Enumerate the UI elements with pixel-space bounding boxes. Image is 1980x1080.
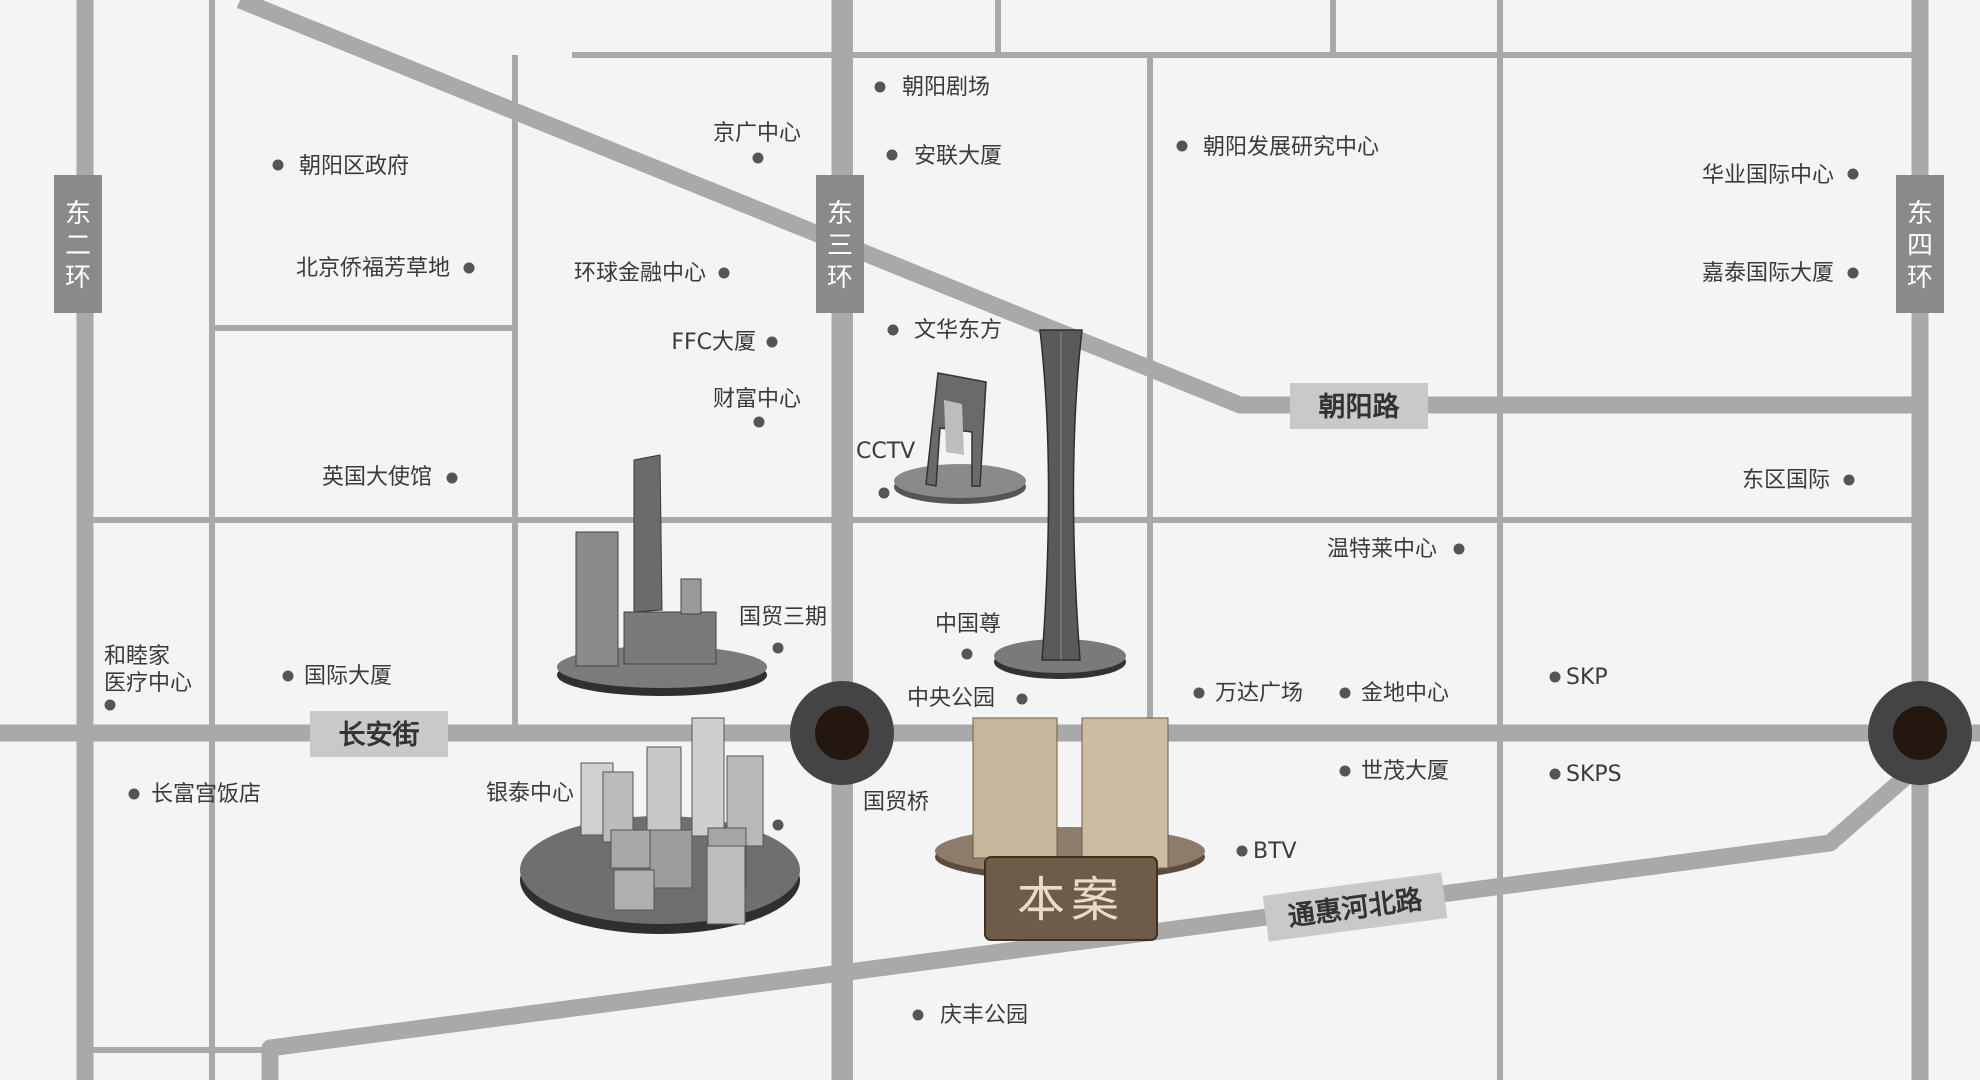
dongqu-intl-dot — [1843, 474, 1855, 486]
changan-street-label: 长安街 — [339, 720, 420, 751]
guomao-phase3-illustration — [557, 454, 767, 696]
skp-label: SKP — [1566, 665, 1608, 690]
east2-char1: 东 — [65, 199, 91, 229]
guomao-roundabout — [790, 681, 894, 785]
east2-char2: 二 — [65, 231, 91, 261]
skps-label: SKPS — [1566, 762, 1622, 787]
poi-markers: 朝阳剧场 京广中心 安联大厦 朝阳区政府 朝阳发展研究中心 华业国际中心 北京侨… — [104, 75, 1859, 1028]
wanda-plaza-label: 万达广场 — [1215, 681, 1303, 706]
east3-char1: 东 — [827, 199, 853, 229]
dongqu-intl-label: 东区国际 — [1742, 468, 1830, 493]
shimao-building-dot — [1339, 765, 1351, 777]
chaoyang-dev-center-dot — [1176, 140, 1188, 152]
jindi-center-label: 金地中心 — [1361, 681, 1449, 706]
huaye-intl-center-label: 华业国际中心 — [1702, 163, 1834, 188]
project-label: 本案 — [1017, 872, 1125, 928]
jiatai-intl-building-label: 嘉泰国际大厦 — [1702, 261, 1834, 286]
hemujia-dot — [104, 699, 116, 711]
china-zun-dot — [961, 648, 973, 660]
east4-char3: 环 — [1907, 263, 1933, 293]
east3-char3: 环 — [827, 263, 853, 293]
anlian-building-label: 安联大厦 — [914, 144, 1002, 169]
chaoyang-road-tag: 朝阳路 — [1290, 383, 1428, 429]
jindi-center-dot — [1339, 687, 1351, 699]
yintai-center-dot — [772, 819, 784, 831]
central-park-label: 中央公园 — [907, 686, 995, 711]
east4-char1: 东 — [1907, 199, 1933, 229]
btv-label: BTV — [1253, 839, 1297, 864]
chaoyang-theater-dot — [874, 81, 886, 93]
guomao-phase3-label: 国贸三期 — [739, 605, 827, 630]
intl-building-dot — [282, 670, 294, 682]
intl-building-label: 国际大厦 — [304, 664, 392, 689]
qiaofu-fangcaodi-label: 北京侨福芳草地 — [296, 256, 450, 281]
qiaofu-fangcaodi-dot — [463, 262, 475, 274]
mandarin-oriental-label: 文华东方 — [914, 318, 1002, 343]
mandarin-oriental-dot — [887, 324, 899, 336]
jingguang-center-label: 京广中心 — [713, 121, 801, 146]
fortune-center-dot — [753, 416, 765, 428]
east4-roundabout — [1868, 681, 1972, 785]
jingguang-center-dot — [752, 152, 764, 164]
chaoyang-gov-label: 朝阳区政府 — [299, 154, 409, 179]
east3-ring-tag: 东 三 环 — [816, 175, 864, 313]
guomao-bridge-label: 国贸桥 — [863, 790, 929, 815]
fortune-center-label: 财富中心 — [713, 387, 801, 412]
chaoyang-gov-dot — [272, 159, 284, 171]
global-finance-center-dot — [718, 267, 730, 279]
qingfeng-park-dot — [912, 1009, 924, 1021]
hemujia-label-line2: 医疗中心 — [104, 671, 192, 696]
chaoyang-theater-label: 朝阳剧场 — [902, 75, 990, 100]
skp-dot — [1549, 671, 1561, 683]
cctv-dot — [878, 487, 890, 499]
shimao-building-label: 世茂大厦 — [1361, 759, 1449, 784]
qingfeng-park-label: 庆丰公园 — [940, 1003, 1028, 1028]
yintai-center-label: 银泰中心 — [486, 781, 574, 806]
east4-char2: 四 — [1907, 231, 1933, 261]
yintai-center-illustration — [520, 717, 800, 934]
chaoyang-dev-center-label: 朝阳发展研究中心 — [1203, 135, 1379, 160]
british-embassy-label: 英国大使馆 — [322, 465, 432, 490]
project-label-tag: 本案 — [984, 856, 1158, 941]
east2-ring-tag: 东 二 环 — [54, 175, 102, 313]
changfugong-hotel-dot — [128, 788, 140, 800]
wanda-plaza-dot — [1193, 687, 1205, 699]
british-embassy-dot — [446, 472, 458, 484]
changan-street-tag: 长安街 — [310, 711, 448, 757]
cctv-building-illustration — [894, 372, 1026, 504]
ffc-building-dot — [766, 336, 778, 348]
east4-ring-tag: 东 四 环 — [1896, 175, 1944, 313]
skps-dot — [1549, 768, 1561, 780]
east2-char3: 环 — [65, 263, 91, 293]
global-finance-center-label: 环球金融中心 — [574, 261, 706, 286]
jiatai-intl-building-dot — [1847, 267, 1859, 279]
hemujia-label-line1: 和睦家 — [104, 644, 170, 669]
anlian-building-dot — [886, 149, 898, 161]
wintelecom-center-label: 温特莱中心 — [1327, 537, 1437, 562]
changfugong-hotel-label: 长富宫饭店 — [151, 782, 261, 807]
ffc-building-label: FFC大厦 — [671, 330, 756, 355]
chaoyang-road-label: 朝阳路 — [1319, 391, 1401, 423]
cctv-label: CCTV — [856, 439, 915, 464]
china-zun-label: 中国尊 — [935, 612, 1001, 637]
wintelecom-center-dot — [1453, 543, 1465, 555]
east3-char2: 三 — [827, 231, 853, 261]
guomao-phase3-dot — [772, 642, 784, 654]
central-park-dot — [1016, 693, 1028, 705]
btv-dot — [1236, 845, 1248, 857]
huaye-intl-center-dot — [1847, 168, 1859, 180]
china-zun-tower-illustration — [994, 329, 1126, 679]
